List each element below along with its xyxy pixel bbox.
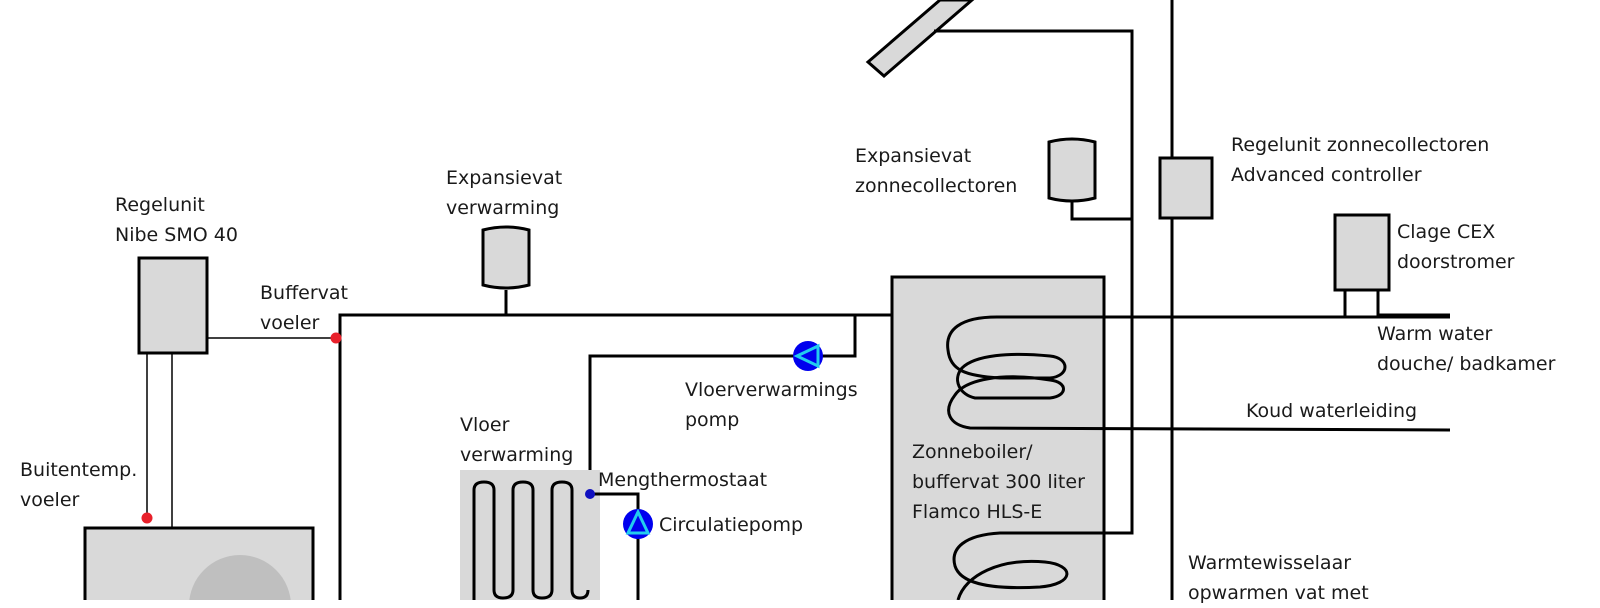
solar-collector bbox=[865, 0, 975, 78]
expansion-tank-heating bbox=[481, 225, 531, 290]
lower-heat-coil bbox=[952, 531, 1132, 600]
circulation-pipe bbox=[590, 492, 640, 600]
mixing-thermostat-dot bbox=[585, 489, 595, 499]
solar-controller-box bbox=[1158, 156, 1214, 220]
expansion-tank-solar bbox=[1047, 137, 1097, 203]
floor-heating-pump-triangle bbox=[793, 343, 820, 369]
outdoor-sensor-dot bbox=[141, 512, 153, 524]
buffer-sensor-dot bbox=[330, 332, 342, 344]
upper-heat-coil bbox=[946, 315, 1451, 432]
label-buitentemp-voeler: Buitentemp.voeler bbox=[20, 459, 138, 511]
floor-heating-area bbox=[460, 470, 600, 600]
solar-expansion-pipe bbox=[1070, 200, 1132, 221]
heat-pump-fan bbox=[189, 555, 291, 600]
circulation-pump-triangle bbox=[625, 508, 651, 535]
heating-supply-pipe bbox=[338, 313, 892, 600]
nibe-controller-box bbox=[137, 256, 209, 355]
label-circulatiepomp: Circulatiepomp bbox=[659, 514, 804, 536]
label-koud-waterleiding: Koud waterleiding bbox=[1246, 400, 1418, 422]
clage-cex-box bbox=[1333, 213, 1391, 292]
solar-boiler-tank bbox=[890, 275, 1106, 600]
warm-water-outlet-pipe bbox=[1376, 290, 1450, 317]
floor-heating-coil bbox=[472, 480, 590, 600]
label-mengthermostaat: Mengthermostaat bbox=[598, 469, 768, 491]
